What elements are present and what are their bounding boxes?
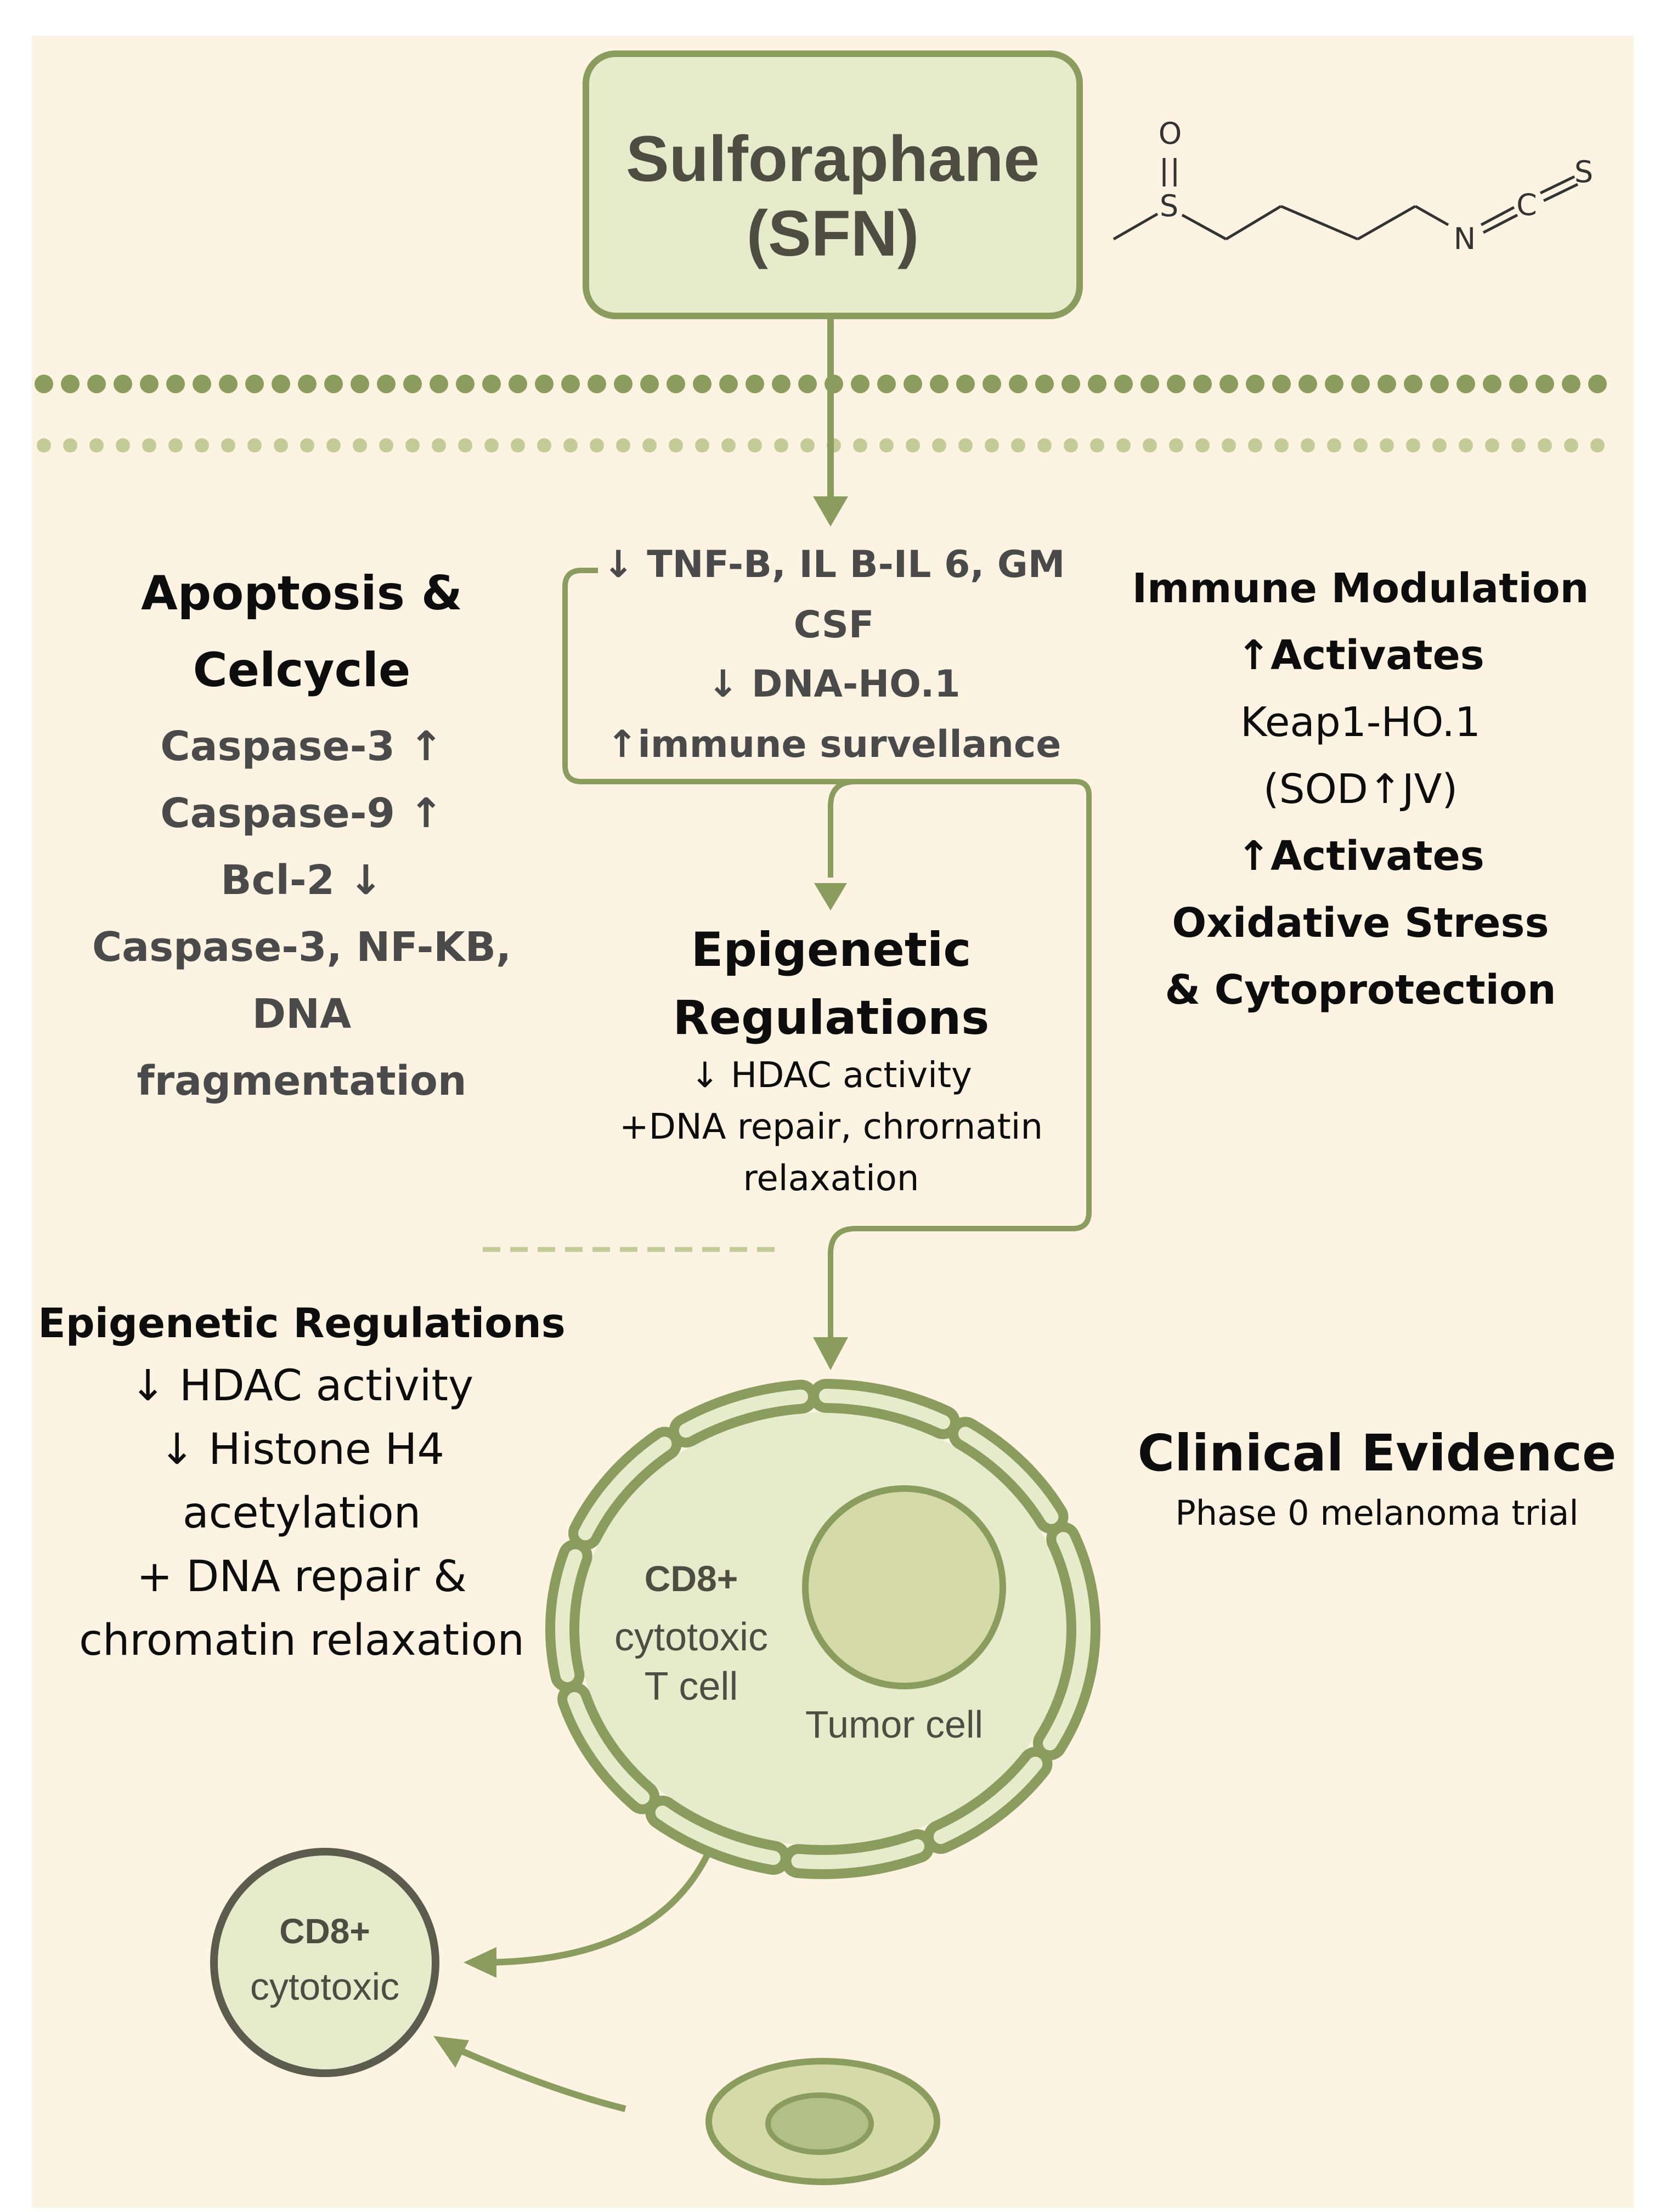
immune-line-1: ↑Activates xyxy=(1236,632,1484,679)
atom-n: N xyxy=(1453,222,1476,256)
apoptosis-item-6: fragmentation xyxy=(137,1057,467,1105)
arrow-head-epigenetic xyxy=(814,883,847,910)
center-top-line-1: ↓ TNF-B, IL B-IL 6, GM xyxy=(602,543,1065,586)
center-top-line-4: ↑immune survellance xyxy=(606,723,1062,766)
immune-line-4: ↑Activates xyxy=(1236,833,1484,880)
large-cell xyxy=(545,1379,1100,1879)
apoptosis-item-2: Caspase-9 ↑ xyxy=(160,790,443,837)
immune-line-2: Keap1-HO.1 xyxy=(1240,699,1481,746)
clinical-heading: Clinical Evidence xyxy=(1137,1424,1617,1483)
sfn-molecule xyxy=(1113,158,1579,241)
epigenetic-left-heading: Epigenetic Regulations xyxy=(38,1300,566,1347)
atom-s2: S xyxy=(1574,155,1594,189)
epigenetic-left-line-5: chromatin relaxation xyxy=(79,1616,524,1665)
immune-heading: Immune Modulation xyxy=(1132,565,1589,612)
small-cell-label-cd8: CD8+ xyxy=(279,1911,370,1951)
apoptosis-item-4: Caspase-3, NF-KB, xyxy=(92,924,512,971)
epigenetic-center-line-2: +DNA repair, chrornatin xyxy=(619,1107,1043,1147)
title-box xyxy=(583,50,1083,319)
clinical-line-1: Phase 0 melanoma trial xyxy=(1175,1493,1579,1533)
atom-c: C xyxy=(1516,188,1537,222)
tumor-nucleus xyxy=(802,1485,1006,1689)
flow-to-epigenetic xyxy=(828,779,856,878)
atom-s1: S xyxy=(1159,189,1179,223)
epigenetic-center-heading-1: Epigenetic xyxy=(691,923,972,977)
epigenetic-left-line-4: + DNA repair & xyxy=(137,1552,467,1602)
large-cell-membrane-inner xyxy=(555,1389,1091,1869)
immune-line-6: & Cytoprotection xyxy=(1165,966,1556,1014)
atom-o: O xyxy=(1158,116,1182,151)
tumor-cell-label: Tumor cell xyxy=(805,1703,984,1746)
small-cd8-cell xyxy=(210,1848,439,2077)
immune-line-5: Oxidative Stress xyxy=(1172,899,1549,947)
arrow-cell-to-small xyxy=(477,1847,714,1966)
title-line-2: (SFN) xyxy=(746,197,919,270)
epigenetic-center-heading-2: Regulations xyxy=(673,991,990,1045)
arrow-head-small-1 xyxy=(464,1947,496,1978)
center-top-line-2: CSF xyxy=(793,603,874,647)
title-line-1: Sulforaphane xyxy=(626,123,1040,195)
center-top-line-3: ↓ DNA-HO.1 xyxy=(707,663,961,706)
epigenetic-center-line-1: ↓ HDAC activity xyxy=(690,1055,972,1096)
flow-bracket-left xyxy=(562,568,1092,1338)
apoptosis-heading-1: Apoptosis & xyxy=(141,566,462,621)
epigenetic-left-line-2: ↓ Histone H4 xyxy=(159,1425,444,1474)
arrow-head-cell xyxy=(813,1337,848,1370)
immune-line-3: (SOD↑JV) xyxy=(1263,766,1458,813)
arrow-head-small-2 xyxy=(433,2036,469,2068)
arrow-head-top xyxy=(813,496,848,527)
apoptosis-item-1: Caspase-3 ↑ xyxy=(160,723,443,770)
bottom-oval-nucleus xyxy=(765,2092,874,2155)
arrow-oval-to-small xyxy=(448,2043,626,2112)
epigenetic-left-line-1: ↓ HDAC activity xyxy=(129,1361,474,1411)
epigenetic-center-line-3: relaxation xyxy=(743,1158,919,1199)
apoptosis-heading-2: Celcycle xyxy=(193,643,411,698)
cell-label-cd8: CD8+ xyxy=(644,1558,738,1599)
apoptosis-item-3: Bcl-2 ↓ xyxy=(221,857,383,904)
small-cell-label-cytotoxic: cytotoxic xyxy=(250,1965,400,2008)
cell-label-tcell: T cell xyxy=(644,1665,738,1708)
epigenetic-left-line-3: acetylation xyxy=(182,1489,421,1538)
apoptosis-item-5: DNA xyxy=(252,991,352,1038)
cell-label-cytotoxic: cytotoxic xyxy=(614,1615,769,1659)
